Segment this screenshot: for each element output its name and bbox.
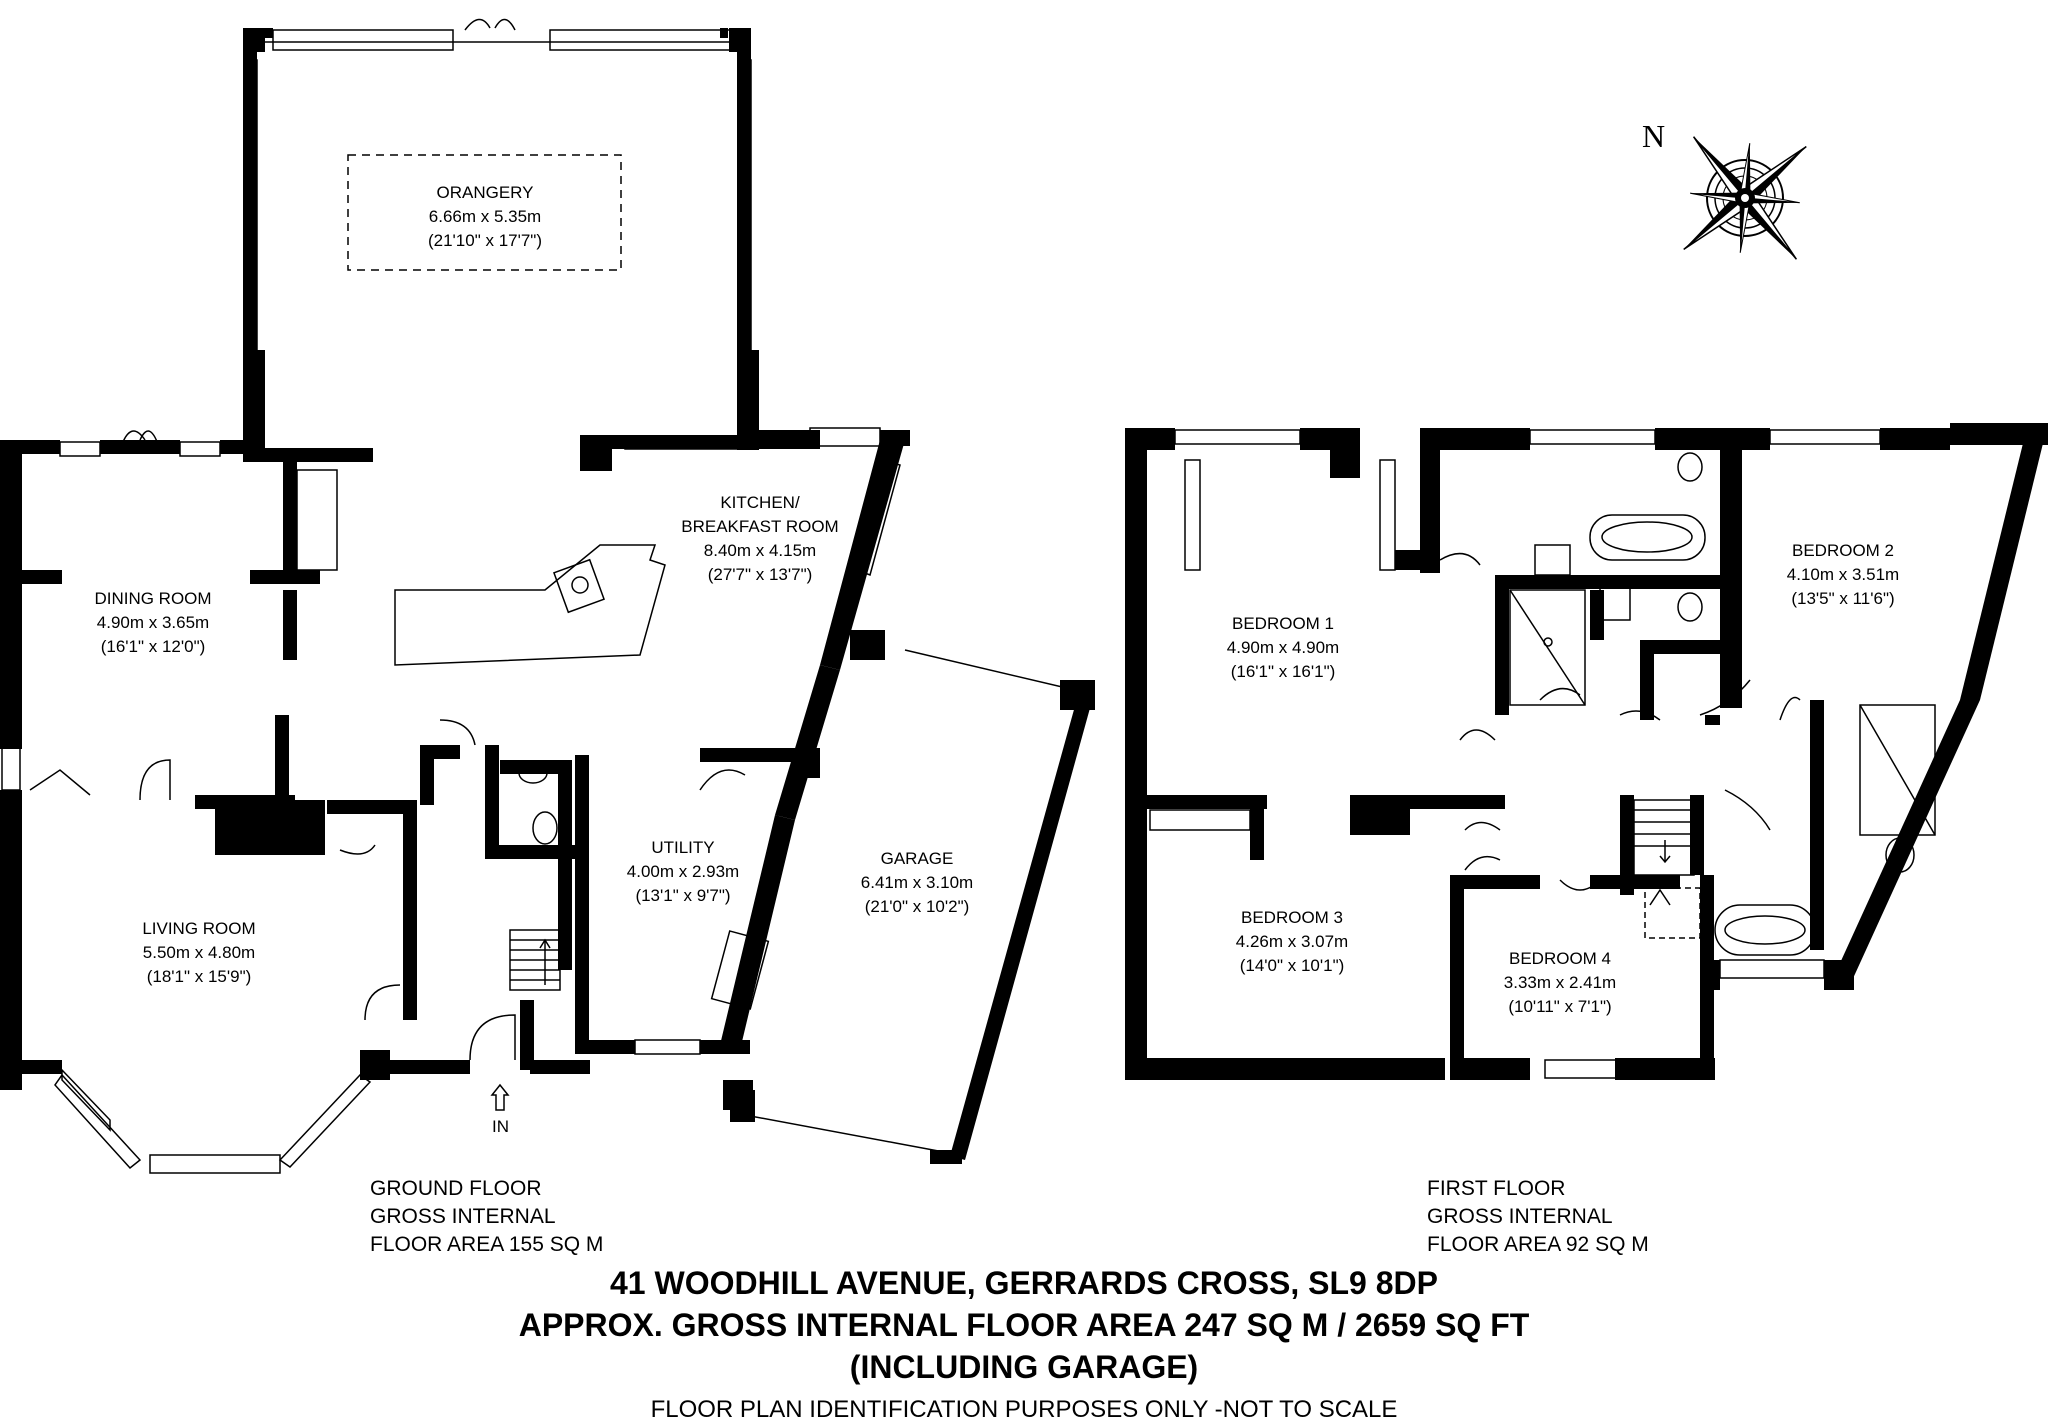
room-name: BEDROOM 2	[1792, 541, 1894, 560]
room-name: BEDROOM 1	[1232, 614, 1334, 633]
room-label-bedroom-4: BEDROOM 4 3.33m x 2.41m (10'11" x 7'1")	[1504, 949, 1616, 1016]
garage-note: (INCLUDING GARAGE)	[849, 1349, 1199, 1385]
property-address: 41 WOODHILL AVENUE, GERRARDS CROSS, SL9 …	[610, 1265, 1438, 1301]
room-metric: 5.50m x 4.80m	[143, 943, 255, 962]
room-imperial: (16'1" x 12'0")	[101, 637, 206, 656]
room-name: BEDROOM 4	[1509, 949, 1611, 968]
room-label-bedroom-2: BEDROOM 2 4.10m x 3.51m (13'5" x 11'6")	[1787, 541, 1899, 608]
room-label-dining-room: DINING ROOM 4.90m x 3.65m (16'1" x 12'0"…	[94, 589, 211, 656]
first-floor-details	[1126, 429, 1936, 1079]
room-metric: 6.41m x 3.10m	[861, 873, 973, 892]
disclaimer: FLOOR PLAN IDENTIFICATION PURPOSES ONLY …	[650, 1396, 1398, 1423]
room-imperial: (21'10" x 17'7")	[428, 231, 542, 250]
room-label-orangery: ORANGERY 6.66m x 5.35m (21'10" x 17'7")	[428, 183, 542, 250]
room-label-bedroom-1: BEDROOM 1 4.90m x 4.90m (16'1" x 16'1")	[1227, 614, 1339, 681]
room-label-living-room: LIVING ROOM 5.50m x 4.80m (18'1" x 15'9"…	[142, 919, 255, 986]
first-floor-area-note: FIRST FLOOR GROSS INTERNAL FLOOR AREA 92…	[1427, 1175, 1649, 1259]
room-label-utility: UTILITY 4.00m x 2.93m (13'1" x 9'7")	[627, 838, 739, 905]
ground-floor-gross-label: GROSS INTERNAL	[370, 1205, 556, 1228]
room-label-garage: GARAGE 6.41m x 3.10m (21'0" x 10'2")	[861, 849, 973, 916]
first-floor-label: FIRST FLOOR	[1427, 1177, 1566, 1200]
room-metric: 4.00m x 2.93m	[627, 862, 739, 881]
compass-rose-icon	[1683, 136, 1807, 260]
ground-floor-details	[1, 18, 1076, 1174]
room-metric: 8.40m x 4.15m	[704, 541, 816, 560]
room-name: ORANGERY	[437, 183, 534, 202]
room-metric: 3.33m x 2.41m	[1504, 973, 1616, 992]
room-metric: 4.26m x 3.07m	[1236, 932, 1348, 951]
room-imperial: (13'5" x 11'6")	[1791, 589, 1894, 608]
total-area: APPROX. GROSS INTERNAL FLOOR AREA 247 SQ…	[518, 1307, 1530, 1343]
first-floor-gross-label: GROSS INTERNAL	[1427, 1205, 1613, 1228]
room-name: GARAGE	[881, 849, 954, 868]
room-imperial: (18'1" x 15'9")	[147, 967, 252, 986]
room-imperial: (13'1" x 9'7")	[635, 886, 730, 905]
room-metric: 4.90m x 3.65m	[97, 613, 209, 632]
room-labels: ORANGERY 6.66m x 5.35m (21'10" x 17'7") …	[94, 183, 1899, 1016]
room-imperial: (14'0" x 10'1")	[1240, 956, 1345, 975]
room-imperial: (10'11" x 7'1")	[1508, 997, 1611, 1016]
room-name: BEDROOM 3	[1241, 908, 1343, 927]
ground-floor-label: GROUND FLOOR	[370, 1177, 542, 1200]
room-name-line2: BREAKFAST ROOM	[681, 517, 838, 536]
first-floor-area-label: FLOOR AREA 92 SQ M	[1427, 1233, 1649, 1256]
room-metric: 6.66m x 5.35m	[429, 207, 541, 226]
ground-floor-walls	[0, 28, 1095, 1164]
room-imperial: (21'0" x 10'2")	[865, 897, 970, 916]
ground-floor-area-label: FLOOR AREA 155 SQ M	[370, 1233, 604, 1256]
room-name: UTILITY	[651, 838, 714, 857]
room-imperial: (27'7" x 13'7")	[708, 565, 813, 584]
room-name: DINING ROOM	[94, 589, 211, 608]
entrance-label: IN	[492, 1117, 509, 1136]
room-metric: 4.90m x 4.90m	[1227, 638, 1339, 657]
room-metric: 4.10m x 3.51m	[1787, 565, 1899, 584]
first-floor-walls	[1125, 423, 2048, 1080]
room-imperial: (16'1" x 16'1")	[1231, 662, 1336, 681]
room-label-kitchen: KITCHEN/ BREAKFAST ROOM 8.40m x 4.15m (2…	[681, 493, 838, 584]
room-name: LIVING ROOM	[142, 919, 255, 938]
compass-north-label: N	[1642, 118, 1666, 154]
ground-floor-area-note: GROUND FLOOR GROSS INTERNAL FLOOR AREA 1…	[370, 1175, 603, 1259]
room-label-bedroom-3: BEDROOM 3 4.26m x 3.07m (14'0" x 10'1")	[1236, 908, 1348, 975]
room-name: KITCHEN/	[720, 493, 800, 512]
